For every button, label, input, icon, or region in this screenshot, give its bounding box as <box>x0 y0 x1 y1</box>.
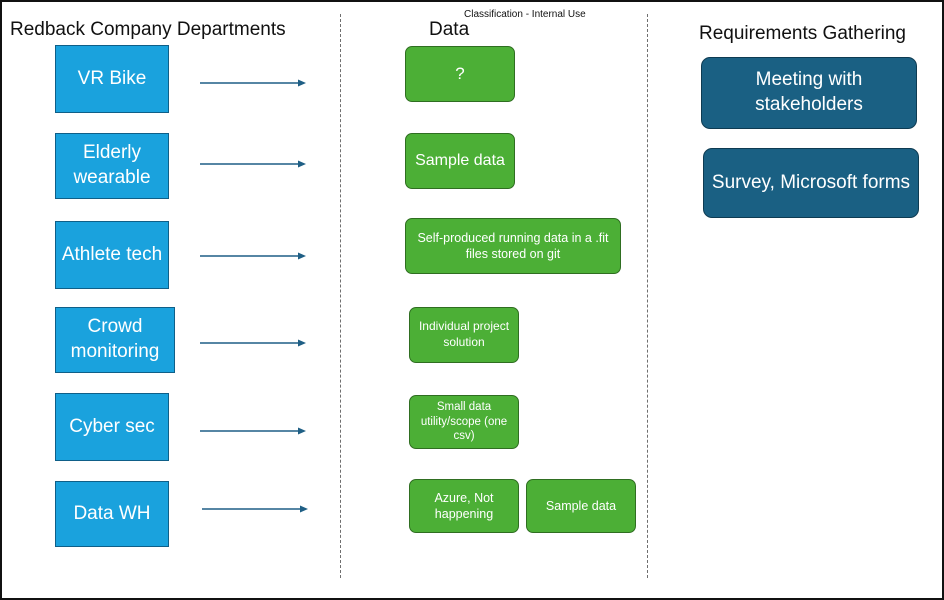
divider-left <box>340 14 341 578</box>
data-box-vr-bike: ? <box>405 46 515 102</box>
data-box-data-wh-azure: Azure, Not happening <box>409 479 519 533</box>
data-box-crowd-monitoring: Individual project solution <box>409 307 519 363</box>
data-box-cyber-sec: Small data utility/scope (one csv) <box>409 395 519 449</box>
divider-right <box>647 14 648 578</box>
arrow-vr-bike <box>200 79 306 87</box>
departments-heading: Redback Company Departments <box>10 19 286 40</box>
department-label: VR Bike <box>77 67 147 89</box>
data-label: Sample data <box>545 498 617 513</box>
requirement-label: Survey, Microsoft forms <box>711 171 911 193</box>
requirements-heading: Requirements Gathering <box>699 23 906 44</box>
requirement-meeting-with-stakeholders: Meeting with stakeholders <box>701 57 917 129</box>
department-label: Data WH <box>73 502 151 524</box>
data-label: Small data utility/scope (one csv) <box>420 400 508 443</box>
department-vr-bike: VR Bike <box>55 45 169 113</box>
data-box-data-wh-sample: Sample data <box>526 479 636 533</box>
data-label: Sample data <box>415 151 505 169</box>
arrow-cyber-sec <box>200 427 306 435</box>
data-label: Azure, Not happening <box>434 490 494 521</box>
data-box-elderly-wearable: Sample data <box>405 133 515 189</box>
department-label: Elderly wearable <box>73 142 151 188</box>
data-heading: Data <box>429 19 470 40</box>
department-label: Crowd monitoring <box>70 316 160 362</box>
data-label: Self-produced running data in a .fit fil… <box>417 230 609 261</box>
data-box-athlete-tech: Self-produced running data in a .fit fil… <box>405 218 621 274</box>
data-label: ? <box>455 63 465 83</box>
arrow-data-wh <box>202 505 308 513</box>
requirement-label: Meeting with stakeholders <box>755 69 863 115</box>
department-crowd-monitoring: Crowd monitoring <box>55 307 175 373</box>
department-data-wh: Data WH <box>55 481 169 547</box>
department-elderly-wearable: Elderly wearable <box>55 133 169 199</box>
data-label: Individual project solution <box>418 319 510 349</box>
requirement-survey-microsoft-forms: Survey, Microsoft forms <box>703 148 919 218</box>
department-cyber-sec: Cyber sec <box>55 393 169 461</box>
arrow-elderly-wearable <box>200 160 306 168</box>
arrow-crowd-monitoring <box>200 339 306 347</box>
department-label: Athlete tech <box>61 243 163 265</box>
department-athlete-tech: Athlete tech <box>55 221 169 289</box>
arrow-athlete-tech <box>200 252 306 260</box>
classification-label: Classification - Internal Use <box>464 9 586 20</box>
department-label: Cyber sec <box>69 415 155 437</box>
